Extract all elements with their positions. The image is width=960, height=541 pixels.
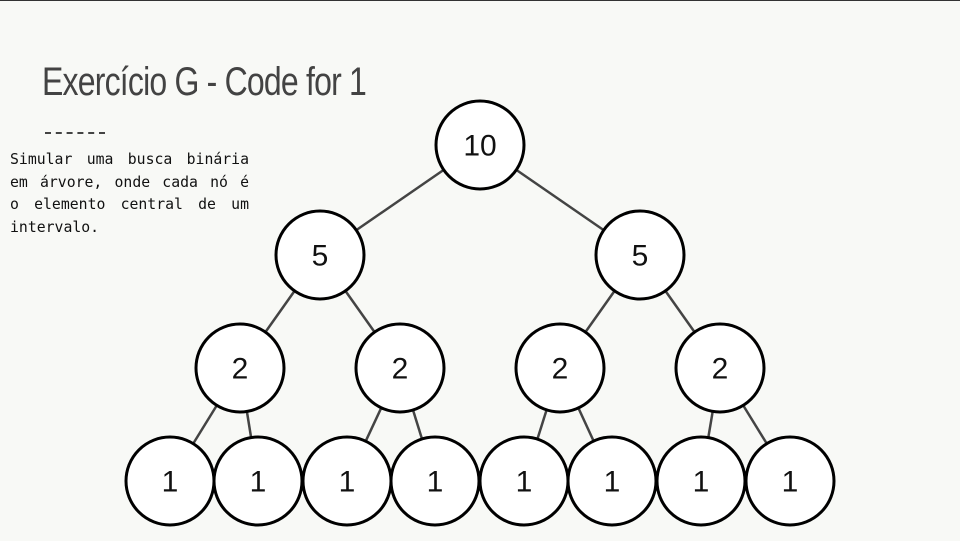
tree-edge (355, 168, 445, 232)
tree-node-value: 1 (162, 466, 179, 499)
tree-edges (192, 168, 768, 445)
tree-nodes: 10 5 5 2 2 2 2 1 1 1 1 1 1 1 1 (124, 99, 836, 527)
tree-node-value: 5 (632, 240, 649, 273)
tree-node: 1 (301, 435, 393, 527)
tree-node-value: 2 (552, 353, 569, 386)
tree-edge (364, 407, 383, 442)
tree-node-value: 5 (312, 240, 329, 273)
tree-node: 5 (594, 209, 686, 301)
tree-node-value: 1 (250, 466, 267, 499)
tree-node: 10 (434, 99, 526, 191)
title-underline (45, 132, 105, 134)
tree-node: 5 (274, 209, 366, 301)
tree-node-value: 2 (712, 353, 729, 386)
slide-title: Exercício G - Code for 1 (42, 60, 367, 104)
tree-node-value: 1 (516, 466, 533, 499)
tree-node: 2 (354, 322, 446, 414)
tree-edge (584, 290, 616, 333)
tree-edge (245, 411, 253, 438)
slide-description: Simular uma busca binária em árvore, ond… (10, 151, 249, 236)
tree-edge (664, 290, 696, 333)
tree-edge (192, 404, 218, 445)
tree-node: 1 (744, 435, 836, 527)
tree-edge (707, 411, 714, 438)
tree-node: 1 (124, 435, 216, 527)
tree-node-value: 1 (339, 466, 356, 499)
tree-node-value: 2 (232, 353, 249, 386)
tree-node-circle (354, 322, 446, 414)
tree-node: 2 (514, 322, 606, 414)
tree-node-circle (514, 322, 606, 414)
tree-node-value: 1 (427, 466, 444, 499)
tree-node: 1 (212, 435, 304, 527)
tree-node-circle (434, 99, 526, 191)
tree-node-circle (274, 209, 366, 301)
tree-node-value: 10 (463, 130, 496, 163)
tree-node-value: 1 (782, 466, 799, 499)
tree-node: 1 (566, 435, 658, 527)
tree-node-value: 2 (392, 353, 409, 386)
tree-node-value: 1 (693, 466, 710, 499)
tree-edge (264, 290, 296, 333)
tree-node-circle (194, 322, 286, 414)
tree-edge (577, 407, 595, 442)
tree-edge (344, 290, 376, 333)
tree-node-value: 1 (604, 466, 621, 499)
tree-node: 1 (478, 435, 570, 527)
tree-edge (411, 409, 424, 440)
tree-edge (742, 404, 768, 445)
tree-edge (536, 409, 548, 440)
tree-node-circle (594, 209, 686, 301)
tree-edge (515, 168, 605, 232)
tree-node: 2 (194, 322, 286, 414)
tree-node: 1 (655, 435, 747, 527)
tree-node-circle (674, 322, 766, 414)
tree-node: 1 (389, 435, 481, 527)
tree-node: 2 (674, 322, 766, 414)
tree-node-circle (744, 435, 836, 527)
